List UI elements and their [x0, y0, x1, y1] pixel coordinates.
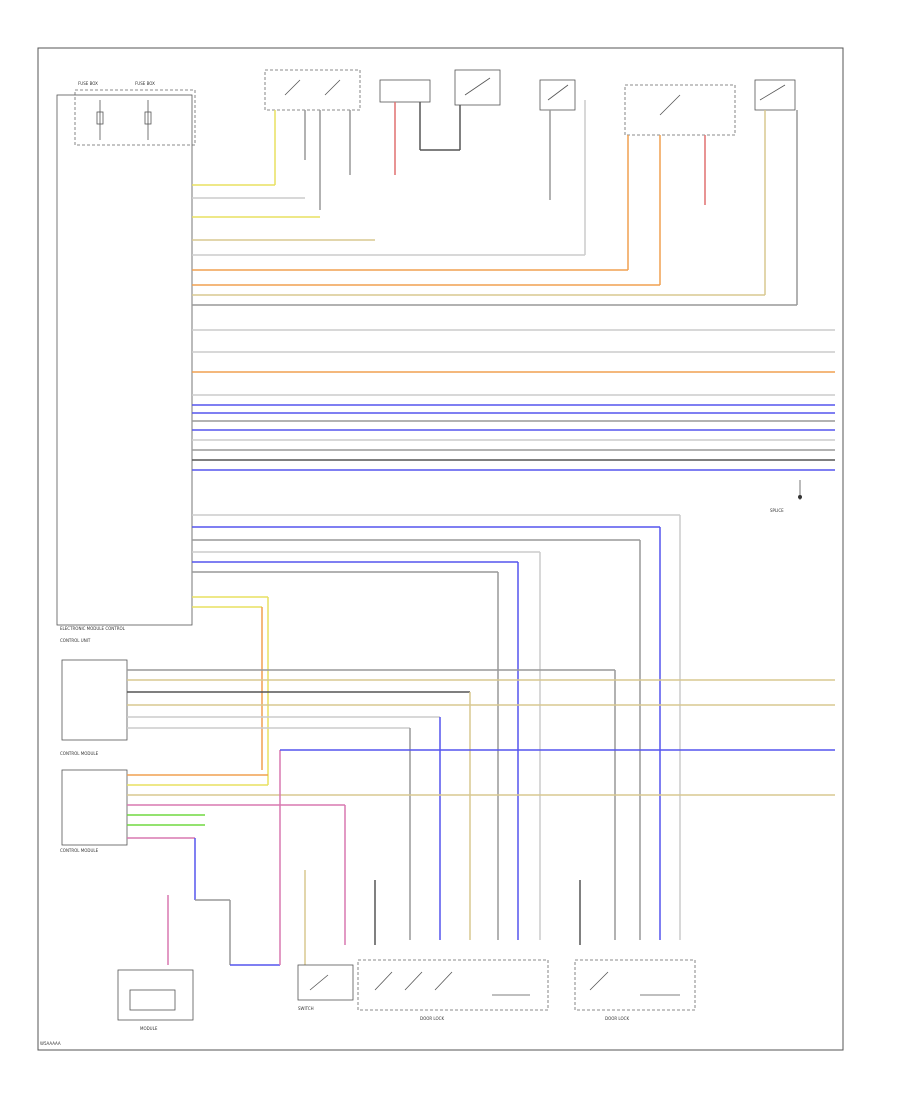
- fuse-icon: [96, 100, 152, 140]
- lock-center-label: DOOR LOCK: [420, 1016, 444, 1021]
- mid-left-label-a: CONTROL UNIT: [60, 638, 91, 643]
- fuse-box-outline: [74, 89, 196, 146]
- top-vertical-wires: [274, 100, 798, 305]
- upper-horizontal-wires: [192, 184, 797, 306]
- bottom-left-label: MODULE: [140, 1026, 158, 1031]
- upper-left-label-a: FUSE BOX: [78, 81, 98, 86]
- lower-control-wires: [127, 749, 835, 966]
- bottom-door-lock-right: [574, 880, 696, 1011]
- main-module-box: [56, 94, 193, 626]
- bottom-left-module: [117, 895, 194, 1021]
- long-horizontal-wires: [192, 329, 835, 471]
- splice-right-label: SPLICE: [770, 508, 784, 513]
- footer-code: W5AAAAA: [40, 1041, 61, 1046]
- middle-drop-wires: [192, 514, 681, 940]
- main-module-label: ELECTRONIC MODULE CONTROL: [60, 626, 126, 631]
- lock-right-label: DOOR LOCK: [605, 1016, 629, 1021]
- bottom-switch-left: [297, 870, 354, 1001]
- mid-left-label-b: CONTROL MODULE: [60, 751, 99, 756]
- left-vertical-wires: [192, 596, 269, 785]
- control-unit-box: [61, 659, 128, 741]
- control-unit-wires: [127, 669, 835, 940]
- diagram-frame: [37, 47, 844, 1051]
- lower-left-label: CONTROL MODULE: [60, 848, 99, 853]
- top-switch-assembly: [264, 69, 796, 136]
- lower-control-module-box: [61, 769, 128, 846]
- switch-left-label: SWITCH: [298, 1006, 314, 1011]
- upper-left-label-b: FUSE BOX: [135, 81, 155, 86]
- right-splice: [798, 480, 802, 500]
- bottom-door-lock-center: [357, 880, 549, 1011]
